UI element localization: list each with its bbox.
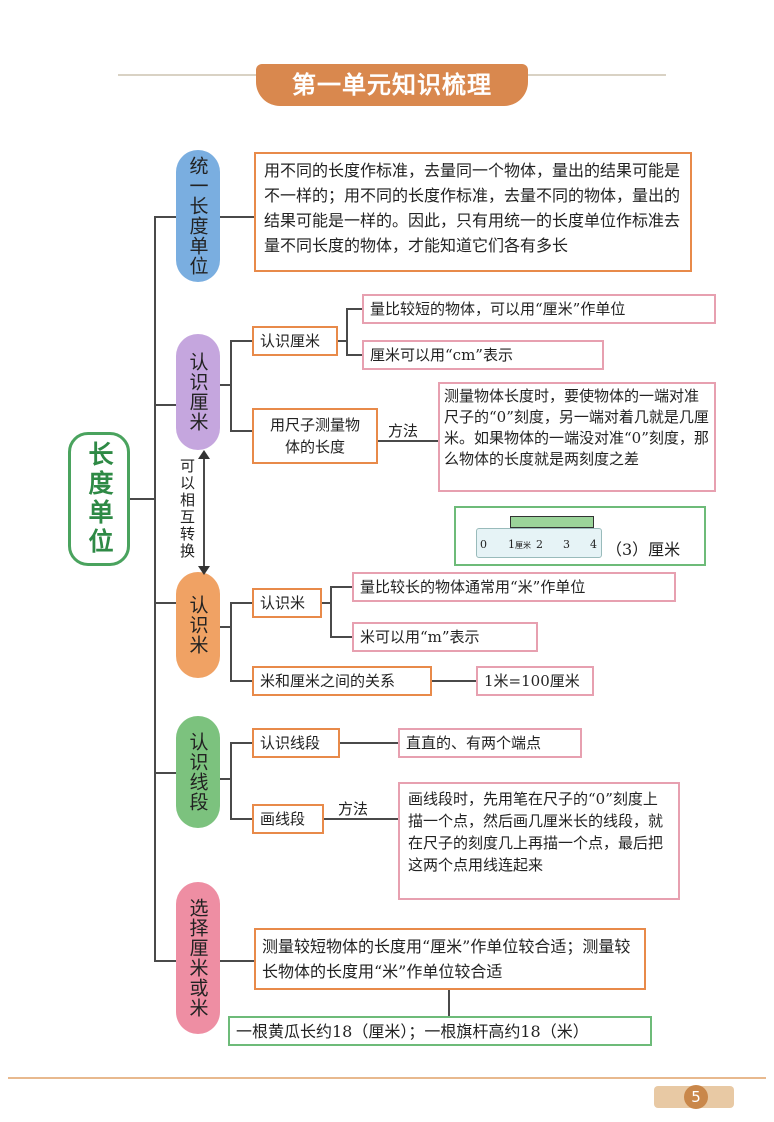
b1-connector <box>220 216 254 218</box>
branch-connector-4 <box>154 772 176 774</box>
relation-connector <box>432 680 476 682</box>
title-rule-left <box>118 74 258 76</box>
draw-segment-label: 画线段 <box>252 804 324 834</box>
branch-connector-5 <box>154 960 176 962</box>
convert-arrow-line <box>203 456 205 570</box>
m-fact-2: 米可以用“m”表示 <box>352 622 538 652</box>
branch-know-segment: 认识线段 <box>176 716 220 828</box>
measured-stick <box>510 516 594 528</box>
ruler-tick-4: 4 <box>590 538 597 551</box>
example-connector <box>448 990 450 1016</box>
measure-connector <box>378 440 438 442</box>
unified-unit-text: 用不同的长度作标准，去量同一个物体，量出的结果可能是不一样的；用不同的长度作标准… <box>254 152 692 272</box>
cm-fact-2: 厘米可以用“cm”表示 <box>362 340 604 370</box>
b4-vert <box>230 742 232 820</box>
ruler-unit: 厘米 <box>515 541 531 550</box>
know-segment-label: 认识线段 <box>252 728 340 758</box>
draw-connector <box>324 818 398 820</box>
draw-method-text: 画线段时，先用笔在尺子的“0”刻度上描一个点，然后画几厘米长的线段，就在尺子的刻… <box>398 782 680 900</box>
cm-know-vert <box>346 308 348 356</box>
b4-top <box>230 742 252 744</box>
relation-label: 米和厘米之间的关系 <box>252 666 432 696</box>
ruler-answer: （3）厘米 <box>606 540 681 559</box>
page-number: 5 <box>684 1085 708 1109</box>
cm-know-bottom <box>346 354 362 356</box>
method-label-cm: 方法 <box>388 422 419 440</box>
m-know-bottom <box>330 636 352 638</box>
measure-label: 用尺子测量物体的长度 <box>252 408 378 464</box>
b3-top <box>230 602 252 604</box>
trunk-line <box>154 216 156 962</box>
b2-bottom <box>230 430 252 432</box>
choose-text: 测量较短物体的长度用“厘米”作单位较合适；测量较长物体的长度用“米”作单位较合适 <box>254 928 646 990</box>
know-m-label: 认识米 <box>252 588 322 618</box>
segment-know-connector <box>340 742 398 744</box>
segment-fact: 直直的、有两个端点 <box>398 728 582 758</box>
root-connector <box>130 498 156 500</box>
method-label-segment: 方法 <box>338 800 369 818</box>
ruler-tick-2: 2 <box>536 538 543 551</box>
ruler-tick-3: 3 <box>563 538 570 551</box>
b2-top <box>230 340 252 342</box>
b2-connector <box>220 384 232 386</box>
know-cm-label: 认识厘米 <box>252 326 338 356</box>
b5-connector <box>220 960 254 962</box>
branch-choose-cm-m: 选择厘米或米 <box>176 882 220 1034</box>
measure-method-text: 测量物体长度时，要使物体的一端对准尺子的“0”刻度，另一端对着几就是几厘米。如果… <box>438 382 716 492</box>
relation-value: 1米=100厘米 <box>476 666 594 696</box>
b2-vert <box>230 340 232 432</box>
branch-know-m: 认识米 <box>176 572 220 678</box>
choose-example: 一根黄瓜长约18（厘米）；一根旗杆高约18（米） <box>228 1016 652 1046</box>
ruler-tick-0: 0 <box>480 538 487 551</box>
arrow-up-icon <box>198 450 210 459</box>
branch-connector-3 <box>154 602 176 604</box>
page-title: 第一单元知识梳理 <box>256 64 528 106</box>
m-know-top <box>330 586 352 588</box>
ruler-tick-1: 1 <box>508 538 515 551</box>
convert-note: 可以相互转换 <box>178 458 196 560</box>
branch-connector-2 <box>154 404 176 406</box>
cm-know-top <box>346 308 362 310</box>
ruler-icon <box>476 528 602 558</box>
cm-know-connector <box>338 340 348 342</box>
b3-bottom <box>230 680 252 682</box>
footer-rule <box>8 1077 766 1079</box>
branch-know-cm: 认识厘米 <box>176 334 220 450</box>
branch-unified-unit: 统一长度单位 <box>176 150 220 282</box>
title-rule-right <box>526 74 666 76</box>
m-know-connector <box>322 602 332 604</box>
b3-vert <box>230 602 232 682</box>
b4-connector <box>220 778 232 780</box>
arrow-down-icon <box>198 566 210 575</box>
b3-connector <box>220 626 232 628</box>
cm-fact-1: 量比较短的物体，可以用“厘米”作单位 <box>362 294 716 324</box>
b4-bottom <box>230 818 252 820</box>
branch-connector-1 <box>154 216 176 218</box>
root-node: 长度单位 <box>68 432 130 566</box>
m-know-vert <box>330 586 332 638</box>
m-fact-1: 量比较长的物体通常用“米”作单位 <box>352 572 676 602</box>
